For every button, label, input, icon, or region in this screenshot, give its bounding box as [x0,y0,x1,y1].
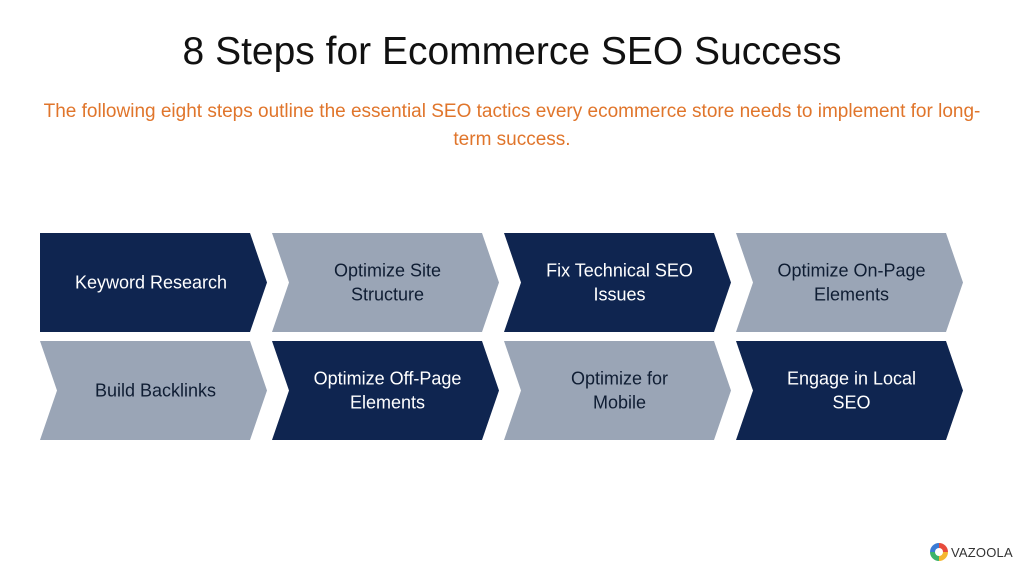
step-4-label-line-2: Elements [814,285,889,305]
step-5-chevron [40,341,267,440]
step-2-chevron [272,233,499,332]
step-3-chevron [504,233,731,332]
step-1: Keyword Research [40,233,267,332]
step-4-label-line-1: Optimize On-Page [777,261,925,281]
page-title: 8 Steps for Ecommerce SEO Success [182,30,842,73]
page-subtitle: The following eight steps outline the es… [43,101,981,150]
vazoola-logo-icon [930,543,948,561]
step-2-label-line-1: Optimize Site [334,261,441,281]
step-5-label-line-1: Build Backlinks [95,381,216,401]
step-6-label-line-2: Elements [350,393,425,413]
step-7-label-line-1: Optimize for [571,369,668,389]
step-7-chevron [504,341,731,440]
vazoola-logo: VAZOOLA [930,541,1013,563]
step-8-label-line-2: SEO [832,393,870,413]
step-6-label-line-1: Optimize Off-Page [314,369,462,389]
logo-text: VAZOOLA [951,544,1013,560]
step-4-chevron [736,233,963,332]
step-8-label-line-1: Engage in Local [787,369,916,389]
step-2-label-line-2: Structure [351,285,424,305]
step-8-chevron [736,341,963,440]
step-3-label-line-2: Issues [593,285,645,305]
step-6-chevron [272,341,499,440]
step-1-label-line-1: Keyword Research [75,273,227,293]
step-5: Build Backlinks [40,341,267,440]
step-3-label-line-1: Fix Technical SEO [546,261,693,281]
step-7-label-line-2: Mobile [593,393,646,413]
step-1-chevron [40,233,267,332]
step-3: Fix Technical SEO Issues [504,233,731,332]
